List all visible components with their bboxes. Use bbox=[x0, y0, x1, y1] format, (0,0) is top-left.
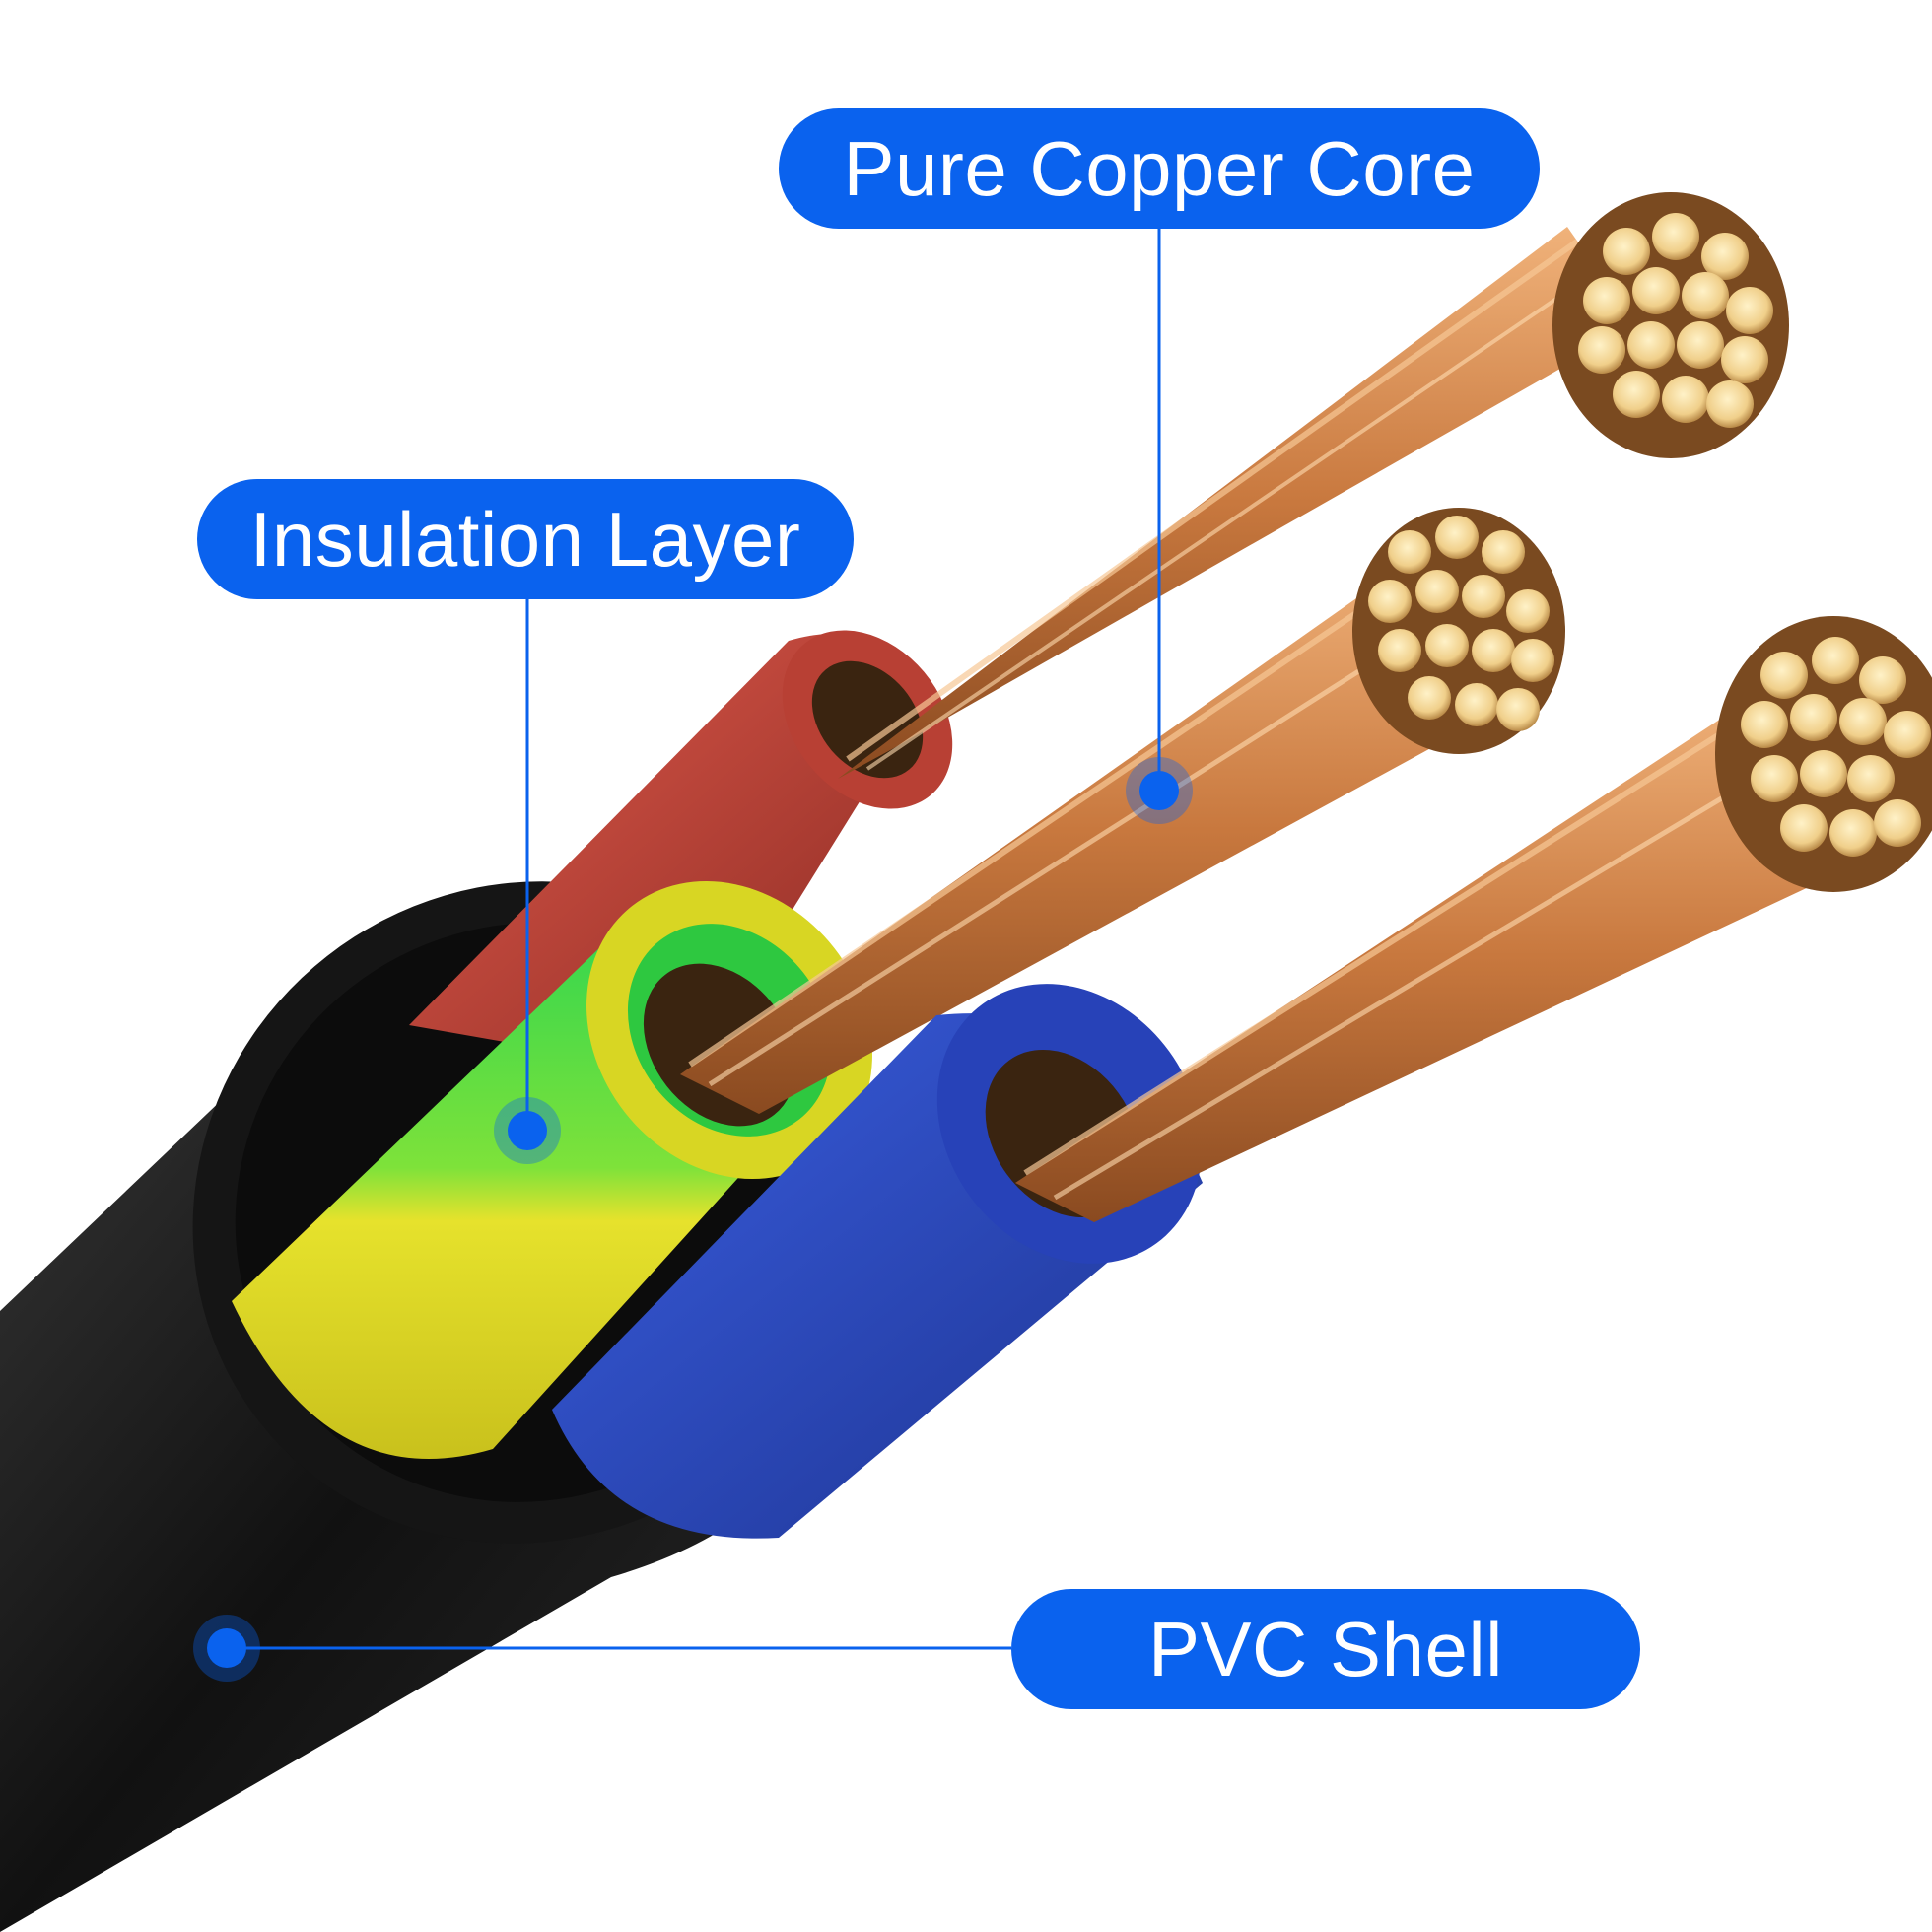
copper-core-anchor-dot bbox=[1126, 757, 1193, 824]
copper-strand-ends-middle bbox=[1352, 508, 1565, 754]
callout-leader-lines bbox=[227, 229, 1161, 1650]
copper-strand-ends-top bbox=[1552, 192, 1789, 458]
green-yellow-insulated-wire bbox=[232, 547, 1538, 1459]
insulation-anchor-dot bbox=[494, 1097, 561, 1164]
insulation-layer-label: Insulation Layer bbox=[197, 479, 854, 599]
copper-core-label: Pure Copper Core bbox=[779, 108, 1540, 229]
shell-anchor-dot bbox=[193, 1615, 260, 1682]
blue-insulated-wire bbox=[552, 690, 1893, 1539]
pvc-shell-label: PVC Shell bbox=[1011, 1589, 1640, 1709]
copper-strand-ends-bottom bbox=[1715, 616, 1932, 892]
red-insulated-wire bbox=[409, 227, 1636, 1074]
